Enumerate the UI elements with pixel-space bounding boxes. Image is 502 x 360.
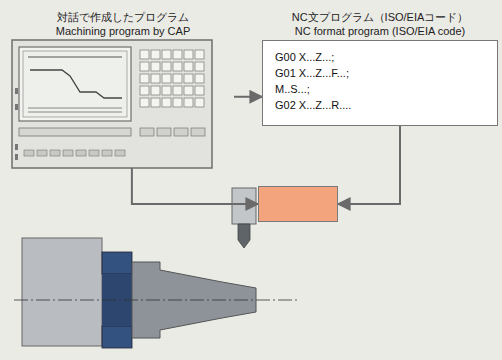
key xyxy=(184,74,193,83)
code-line: G00 X...Z...; xyxy=(275,49,485,65)
control-panel xyxy=(12,40,212,168)
key xyxy=(151,98,160,107)
arrow-connector xyxy=(234,96,262,98)
key xyxy=(173,74,182,83)
button xyxy=(191,128,205,136)
key xyxy=(173,98,182,107)
button xyxy=(140,128,154,136)
soft-key xyxy=(76,150,86,156)
key xyxy=(140,74,149,83)
key xyxy=(151,62,160,71)
key xyxy=(195,62,204,71)
tool-turret xyxy=(258,186,338,222)
key xyxy=(195,74,204,83)
key xyxy=(173,50,182,59)
key xyxy=(195,98,204,107)
button xyxy=(157,128,171,136)
soft-key xyxy=(89,150,99,156)
soft-key xyxy=(50,150,60,156)
soft-key xyxy=(63,150,73,156)
code-line: M..S...; xyxy=(275,81,485,97)
key xyxy=(151,86,160,95)
key xyxy=(140,98,149,107)
nc-program-box: NC文プログラム（ISO/EIAコード）NC format program (I… xyxy=(262,40,498,126)
key xyxy=(140,50,149,59)
heading-text: 対話で作成したプログラム xyxy=(0,10,253,24)
key xyxy=(184,98,193,107)
arrow-connector xyxy=(338,126,400,204)
soft-key xyxy=(115,150,125,156)
cap-panel: 対話で作成したプログラムMachining program by CAP xyxy=(12,40,234,168)
key xyxy=(184,50,193,59)
key xyxy=(151,74,160,83)
heading: 対話で作成したプログラムMachining program by CAP xyxy=(0,10,253,38)
key xyxy=(184,62,193,71)
key xyxy=(140,86,149,95)
button xyxy=(174,128,188,136)
key xyxy=(162,50,171,59)
heading-text: Machining program by CAP xyxy=(0,24,253,38)
heading-text: NC文プログラム（ISO/EIAコード） xyxy=(243,10,502,24)
key xyxy=(151,50,160,59)
code-line: G01 X...Z...F...; xyxy=(275,65,485,81)
heading: NC文プログラム（ISO/EIAコード）NC format program (I… xyxy=(243,10,502,38)
soft-key xyxy=(24,150,34,156)
key xyxy=(184,86,193,95)
key xyxy=(162,98,171,107)
code-line: G02 X...Z...R.... xyxy=(275,97,485,113)
key xyxy=(195,86,204,95)
arrow-connector xyxy=(132,168,258,204)
soft-key xyxy=(37,150,47,156)
key xyxy=(173,62,182,71)
key xyxy=(162,86,171,95)
soft-key xyxy=(102,150,112,156)
key xyxy=(162,62,171,71)
key xyxy=(195,50,204,59)
heading-text: NC format program (ISO/EIA code) xyxy=(243,24,502,38)
key xyxy=(162,74,171,83)
key xyxy=(173,86,182,95)
key xyxy=(140,62,149,71)
